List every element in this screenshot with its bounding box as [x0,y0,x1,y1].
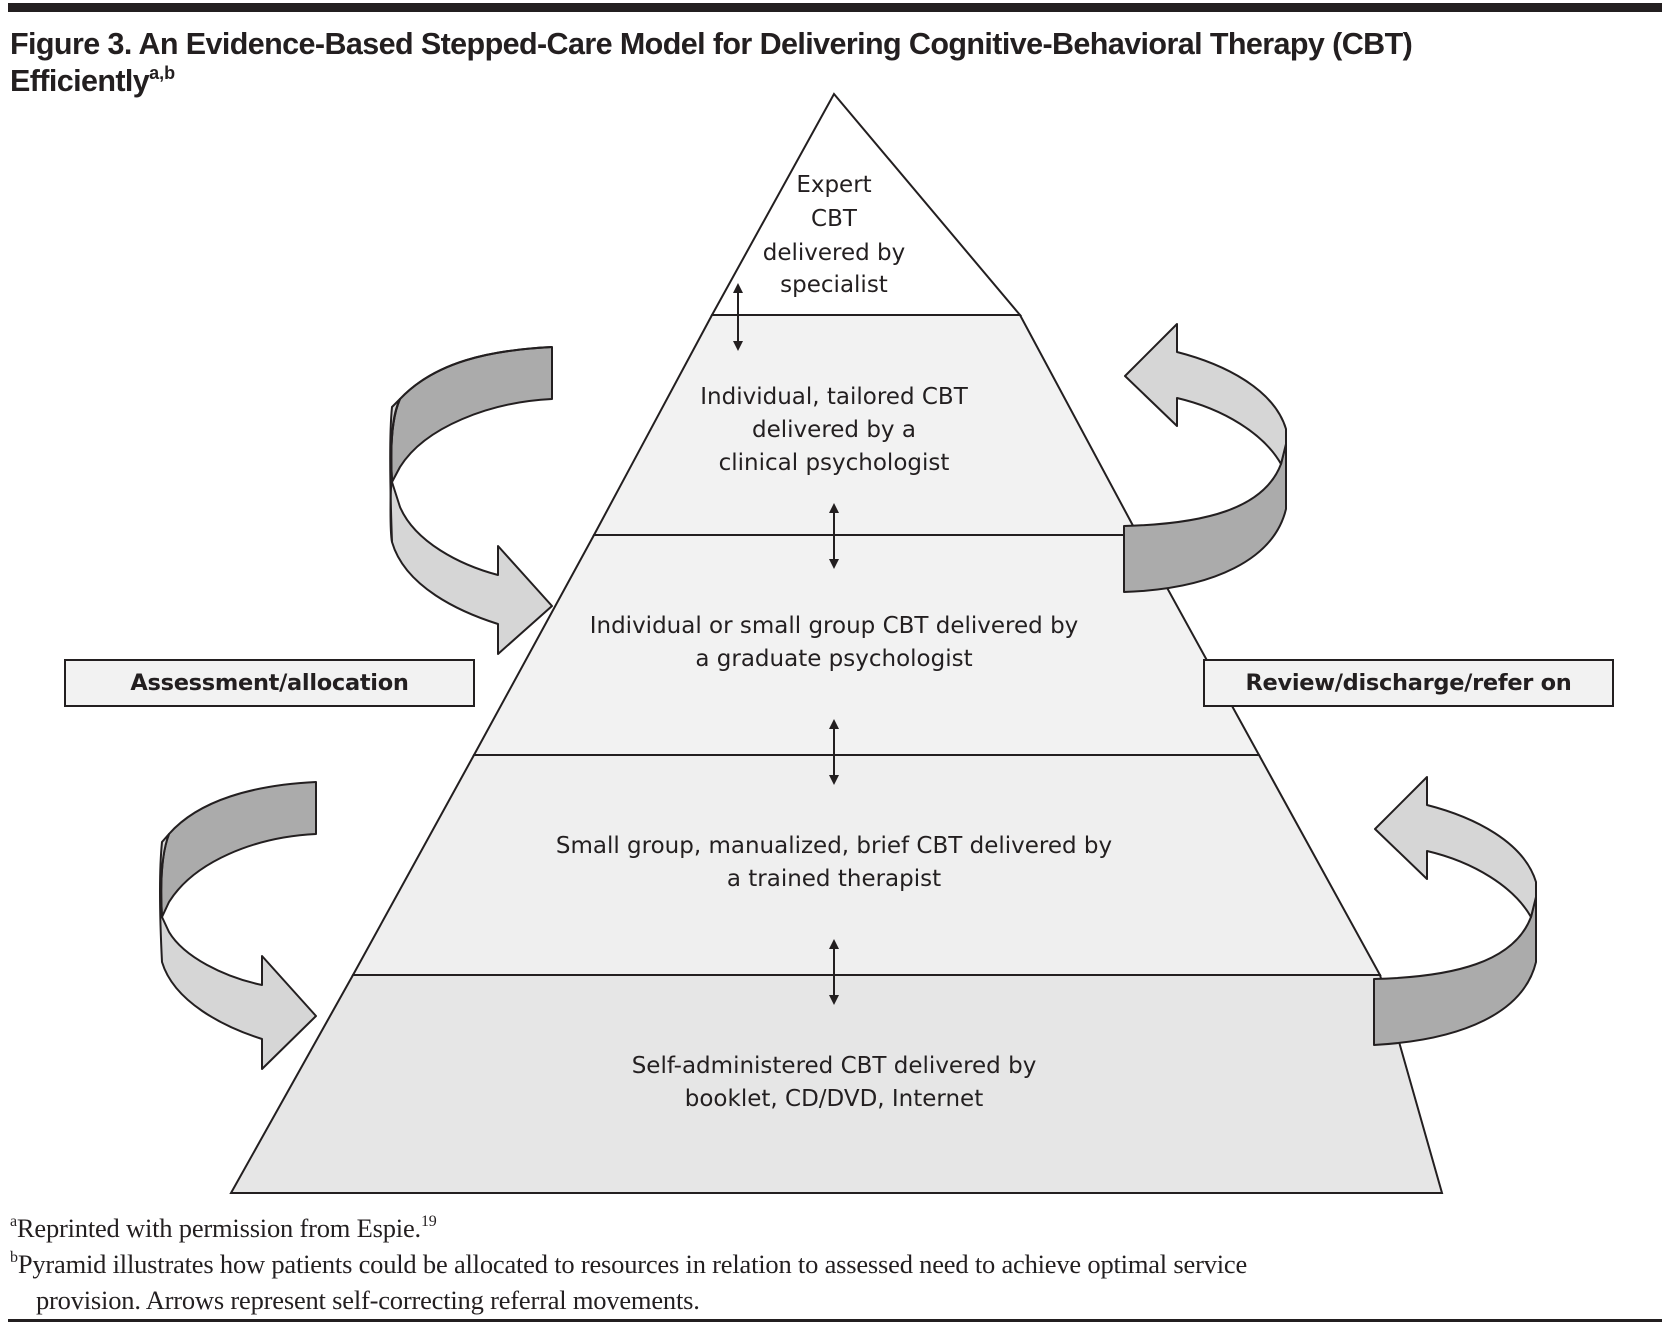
figure-title-line2-text: Efficiently [10,64,150,98]
footnotes: aReprinted with permission from Espie.19… [10,1210,1660,1318]
top-rule [8,3,1662,12]
tier-1-line: specialist [780,272,888,298]
tier-4-line: Small group, manualized, brief CBT deliv… [556,833,1112,859]
footnote-a: aReprinted with permission from Espie.19 [10,1210,1660,1246]
figure-title-superscript: a,b [149,63,176,83]
assessment-allocation-label: Assessment/allocation [64,659,475,707]
footnote-a-marker: a [10,1213,17,1230]
tier-5-label: Self-administered CBT delivered by bookl… [632,1053,1037,1112]
curved-arrow-lower-left-icon [159,781,317,1070]
tier-5-line: Self-administered CBT delivered by [632,1053,1037,1079]
tier-2-label: Individual, tailored CBT delivered by a … [700,384,968,476]
tier-4-label: Small group, manualized, brief CBT deliv… [556,833,1112,892]
tier-1-label: Expert CBT delivered by specialist [763,172,906,298]
pyramid [229,92,1444,1194]
footnote-b-text-line1: Pyramid illustrates how patients could b… [17,1249,1248,1279]
tier-3-label: Individual or small group CBT delivered … [590,613,1079,672]
tier-2-line: clinical psychologist [719,450,950,476]
footnote-b-marker: b [10,1249,18,1266]
footnote-a-reference: 19 [420,1213,437,1230]
curved-arrow-upper-right-icon [1123,323,1287,593]
tier-2-line: delivered by a [752,417,916,443]
tier-5-line: booklet, CD/DVD, Internet [685,1086,983,1112]
tier-1-line: delivered by [763,240,906,266]
footnote-b-text-line2: provision. Arrows represent self-correct… [36,1285,700,1315]
review-discharge-label: Review/discharge/refer on [1203,659,1614,707]
pyramid-tier-4 [351,754,1382,976]
footnote-b: bPyramid illustrates how patients could … [10,1246,1660,1282]
pyramid-tier-5 [229,974,1444,1194]
pyramid-tier-1 [710,92,1023,316]
tier-3-line: Individual or small group CBT delivered … [590,613,1079,639]
footnote-a-text: Reprinted with permission from Espie. [16,1213,421,1243]
curved-arrow-upper-left-icon [389,346,553,655]
figure-title-line1: Figure 3. An Evidence-Based Stepped-Care… [10,27,1413,61]
figure-title-line2: Efficientlya,b [10,63,1660,100]
tier-1-line: Expert [796,172,871,198]
figure-title: Figure 3. An Evidence-Based Stepped-Care… [10,26,1660,100]
tier-1-line: CBT [811,206,858,232]
footnote-b-continuation: provision. Arrows represent self-correct… [10,1282,1660,1318]
bottom-rule [8,1319,1662,1322]
tier-3-line: a graduate psychologist [695,646,972,672]
curved-arrow-lower-right-icon [1373,776,1537,1046]
tier-2-line: Individual, tailored CBT [700,384,968,410]
tier-4-line: a trained therapist [727,866,941,892]
